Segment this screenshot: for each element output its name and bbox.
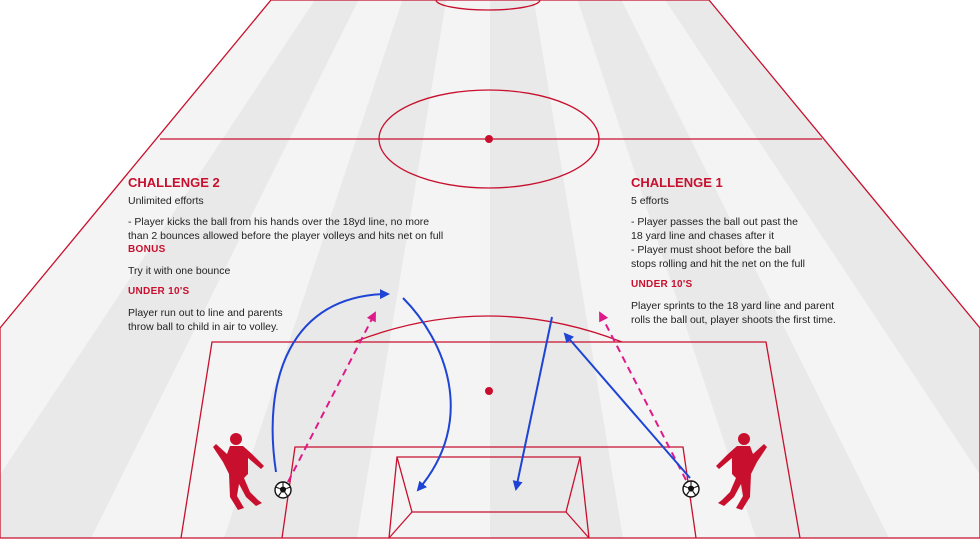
penalty-box [180,341,801,539]
player-silhouette-icon [213,433,264,510]
player-kick-arrow-left [271,289,390,473]
challenge-2-panel: CHALLENGE 2 Unlimited efforts - Player k… [128,174,508,334]
volley-arrow-left [402,297,452,492]
goal-net [565,456,581,513]
center-circle [378,89,600,189]
player-silhouette-icon [716,433,767,510]
goal-net [565,511,590,539]
grass-stripe [665,0,980,538]
far-penalty-arc [435,0,541,11]
challenge-1-panel: CHALLENGE 1 5 efforts - Player passes th… [631,174,891,327]
soccer-ball-icon [274,481,292,499]
challenge-2-under-10-label: UNDER 10'S [128,286,190,297]
challenge-2-under-10-text: Player run out to line and parents throw… [128,307,283,333]
challenge-1-description-1: - Player passes the ball out past the 18… [631,216,798,242]
penalty-spot [485,387,493,395]
challenge-1-under-10-text: Player sprints to the 18 yard line and p… [631,300,836,326]
challenge-1-description-2: - Player must shoot before the ball stop… [631,244,805,270]
challenge-2-bonus-text: Try it with one bounce [128,265,231,277]
player-pass-arrow-right [563,332,691,479]
penalty-arc [353,315,623,343]
parent-roll-arrow-right [599,311,687,481]
challenge-2-description: - Player kicks the ball from his hands o… [128,216,444,242]
challenge-2-bonus-label: BONUS [128,244,166,255]
soccer-ball-icon [682,480,700,498]
grass-stripe [224,0,447,538]
grass-stripes [0,0,980,538]
center-spot [485,135,493,143]
shot-arrow-right [512,316,553,491]
grass-stripe [0,0,359,538]
parent-throw-arrow-left [287,311,376,483]
challenge-1-title: CHALLENGE 1 [631,175,723,190]
challenge-2-efforts: Unlimited efforts [128,195,204,207]
challenge-1-under-10-label: UNDER 10'S [631,279,693,290]
goal-frame [388,456,590,539]
grass-stripe [490,0,623,538]
challenge-1-efforts: 5 efforts [631,195,669,207]
goal-net [388,511,413,539]
goal-net [396,456,413,513]
challenge-2-title: CHALLENGE 2 [128,175,220,190]
grass-stripe [577,0,889,538]
